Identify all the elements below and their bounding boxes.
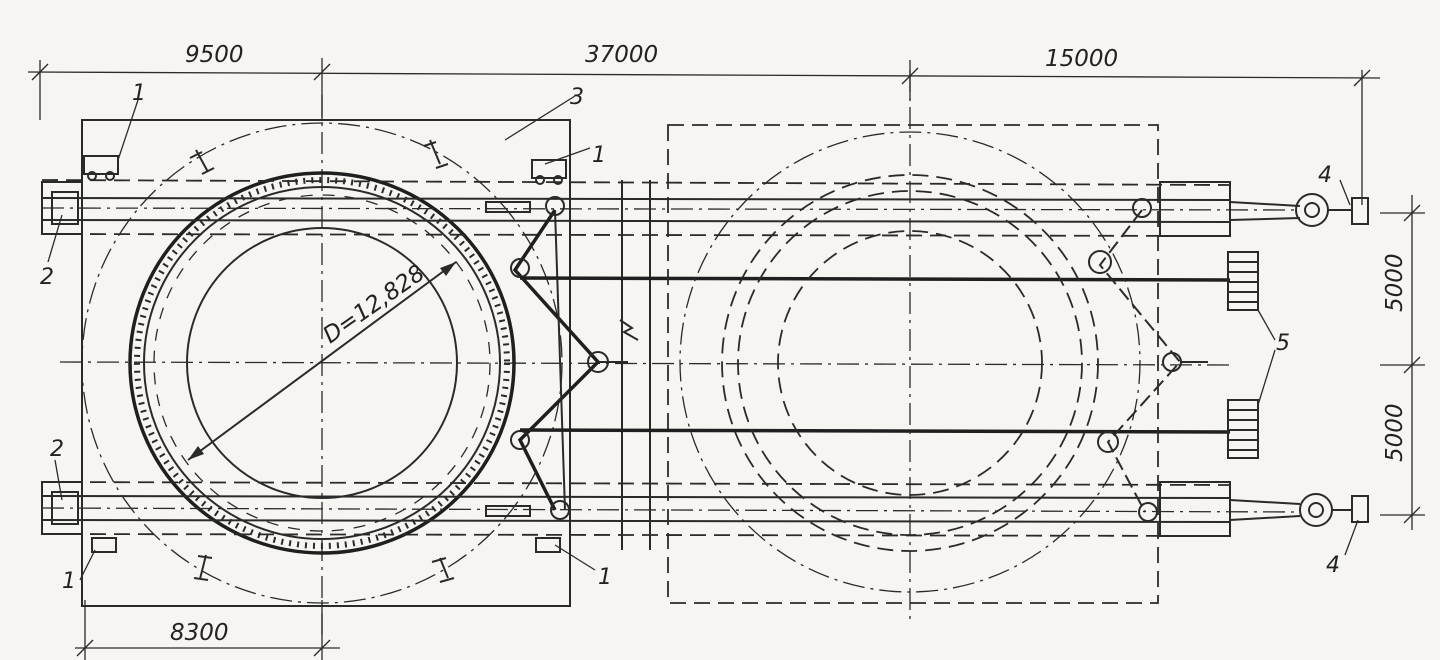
left-main-ring: [128, 171, 516, 555]
callout-1-top-right: 1: [592, 143, 606, 168]
right-dimension-line: [1380, 195, 1425, 530]
winches: [1227, 251, 1259, 459]
bottom-dimension-line: [75, 600, 340, 660]
callout-3: 3: [570, 85, 584, 110]
callout-2-bottom: 2: [50, 437, 64, 462]
i-beam-marks: [189, 139, 455, 583]
break-symbol: [619, 180, 651, 550]
top-dimension-line: [27, 58, 1381, 205]
upper-rail: [41, 179, 1301, 237]
diameter-label: D=12,828: [319, 260, 430, 349]
right-inner-circle: [777, 230, 1043, 496]
diameter-arrow: [187, 261, 457, 461]
callout-1-bottom-left: 1: [62, 569, 76, 594]
dim-8300: 8300: [170, 620, 229, 646]
dim-5000-upper: 5000: [1382, 253, 1408, 312]
callout-2-top: 2: [40, 265, 54, 290]
centerline-horizontal: [59, 361, 1231, 366]
dim-37000: 37000: [585, 42, 658, 68]
callout-5: 5: [1276, 331, 1290, 356]
right-truss: [1088, 198, 1208, 522]
dim-9500: 9500: [185, 42, 244, 68]
left-rail-blocks: [41, 181, 83, 535]
right-frame: [667, 124, 1159, 604]
left-truss: [485, 196, 628, 520]
callout-4-bottom: 4: [1326, 553, 1340, 578]
callout-4-top: 4: [1318, 163, 1332, 188]
right-outer-circle: [679, 131, 1141, 593]
left-mid-circle: [153, 194, 491, 532]
right-ring-inner: [737, 190, 1083, 536]
left-inner-circle: [186, 227, 458, 499]
pull-rods: [1229, 193, 1369, 527]
left-outer-circle: [81, 122, 563, 604]
connecting-beams: [519, 276, 1231, 434]
right-ring-outer: [721, 174, 1099, 552]
support-pads: [83, 155, 567, 553]
callout-1-top-left: 1: [132, 81, 146, 106]
callout-leaders: [47, 95, 1359, 581]
dim-5000-lower: 5000: [1382, 403, 1408, 462]
right-rail-blocks: [1159, 181, 1231, 537]
dim-15000: 15000: [1045, 46, 1118, 72]
lower-rail: [41, 481, 1301, 537]
callout-1-bottom-right: 1: [598, 565, 612, 590]
